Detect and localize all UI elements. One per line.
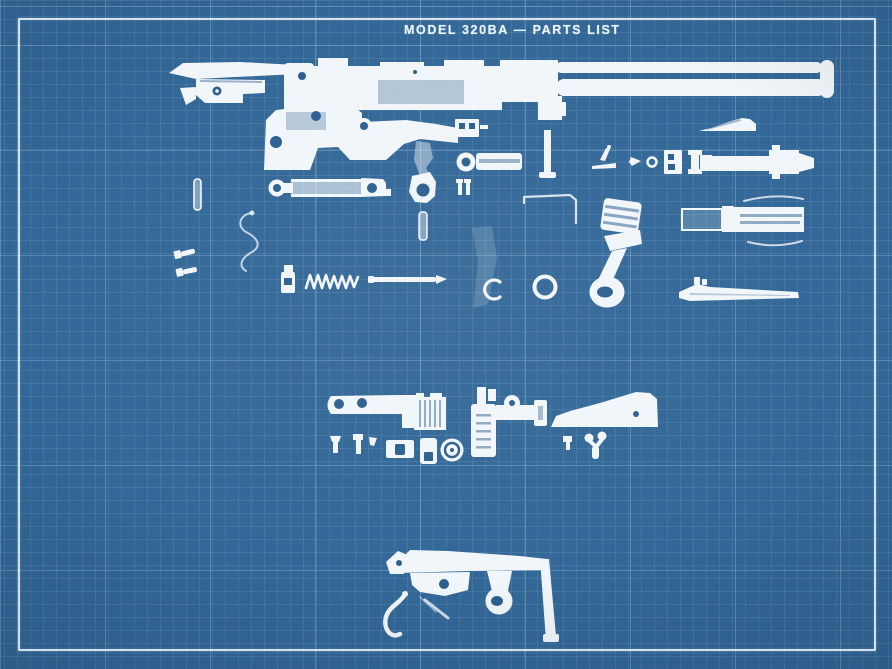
border-frame bbox=[18, 18, 876, 651]
page-title: MODEL 320BA — PARTS LIST bbox=[404, 23, 621, 37]
